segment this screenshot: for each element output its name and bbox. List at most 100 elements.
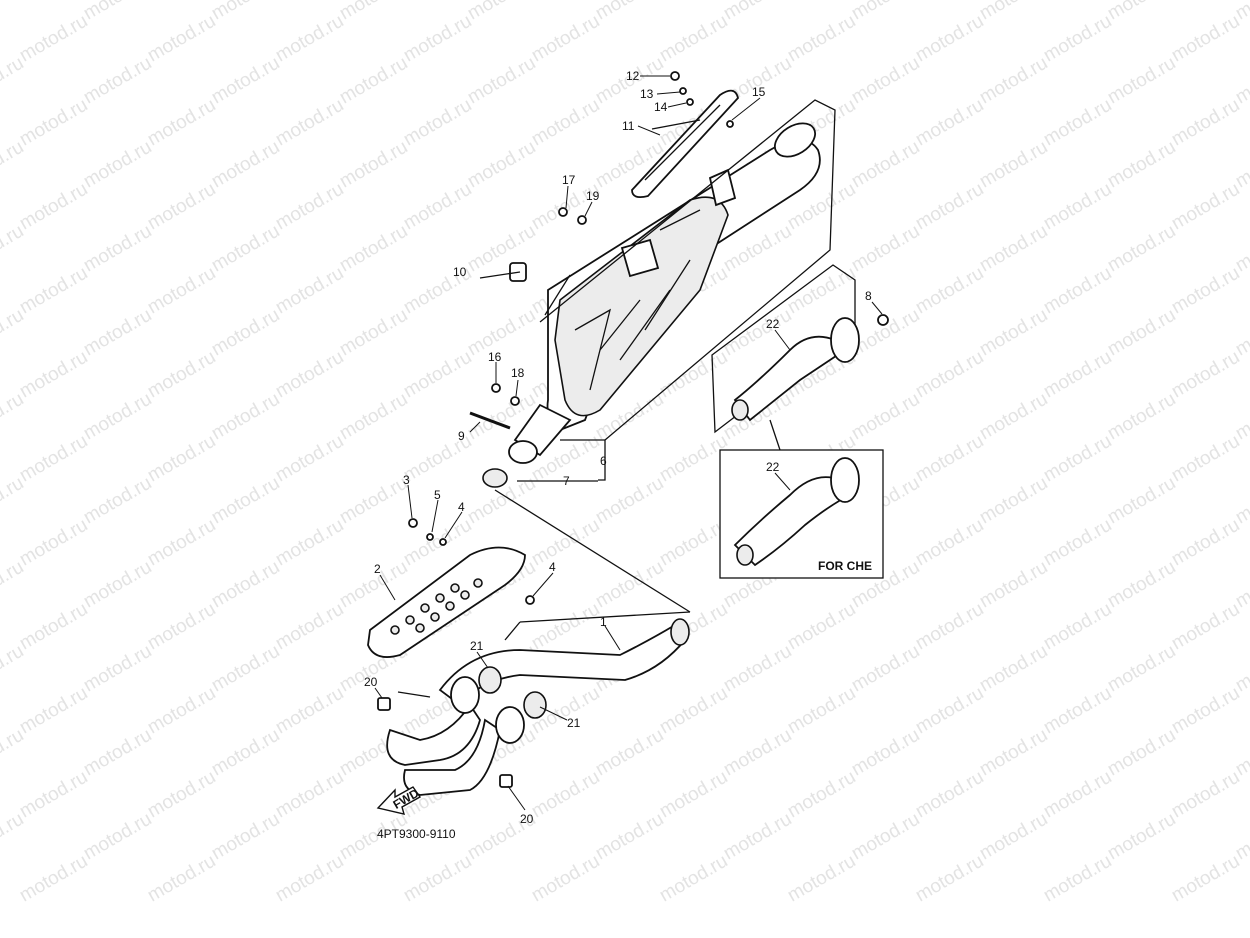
watermark-text: motod.ru — [1104, 0, 1179, 24]
watermark-text: motod.ru — [208, 221, 283, 277]
watermark-text: motod.ru — [208, 305, 283, 361]
watermark-text: motod.ru — [592, 725, 667, 781]
watermark-text: motod.ru — [1040, 347, 1115, 403]
watermark-text: motod.ru — [336, 389, 411, 445]
watermark-text: motod.ru — [848, 641, 923, 697]
inset-label: FOR CHE — [818, 559, 872, 573]
watermark-text: motod.ru — [80, 809, 155, 865]
watermark-text: motod.ru — [1168, 851, 1243, 907]
watermark-text: motod.ru — [976, 0, 1051, 24]
watermark-text: motod.ru — [16, 263, 91, 319]
watermark-text: motod.ru — [1104, 221, 1179, 277]
watermark-text: motod.ru — [592, 557, 667, 613]
callouts: 12 13 14 15 11 17 19 10 16 18 9 6 7 3 5 … — [364, 69, 872, 826]
watermark-text: motod.ru — [16, 851, 91, 907]
watermark-text: motod.ru — [1168, 263, 1243, 319]
watermark-text: motod.ru — [1168, 347, 1243, 403]
watermark-text: motod.ru — [464, 221, 539, 277]
watermark-text: motod.ru — [1104, 389, 1179, 445]
watermark-text: motod.ru — [1168, 683, 1243, 739]
watermark-text: motod.ru — [400, 179, 475, 235]
callout-22b: 22 — [766, 460, 780, 474]
watermark-text: motod.ru — [848, 0, 923, 24]
watermark-text: motod.ru — [208, 389, 283, 445]
watermark-text: motod.ru — [1168, 11, 1243, 67]
watermark-text: motod.ru — [144, 11, 219, 67]
watermark-text: motod.ru — [1168, 431, 1243, 487]
muffler-assembly — [469, 71, 821, 488]
watermark-text: motod.ru — [1168, 767, 1243, 823]
watermark-text: motod.ru — [1040, 179, 1115, 235]
watermark-text: motod.ru — [912, 263, 987, 319]
watermark-text: motod.ru — [80, 641, 155, 697]
clamp — [508, 440, 538, 464]
watermark-text: motod.ru — [976, 809, 1051, 865]
watermark-text: motod.ru — [80, 305, 155, 361]
watermark-text: motod.ru — [656, 347, 731, 403]
watermark-text: motod.ru — [848, 137, 923, 193]
watermark-text: motod.ru — [144, 515, 219, 571]
watermark-text: motod.ru — [912, 683, 987, 739]
watermark-text: motod.ru — [272, 11, 347, 67]
watermark-text: motod.ru — [912, 11, 987, 67]
watermark-text: motod.ru — [16, 515, 91, 571]
watermark-text: motod.ru — [144, 851, 219, 907]
watermark-text: motod.ru — [528, 767, 603, 823]
watermark-text: motod.ru — [784, 683, 859, 739]
watermark-text: motod.ru — [208, 53, 283, 109]
watermark-text: motod.ru — [208, 0, 283, 24]
muffler-heat-shield — [554, 196, 729, 417]
watermark-text: motod.ru — [656, 767, 731, 823]
callout-16: 16 — [488, 350, 502, 364]
diagram-code: 4PT9300-9110 — [377, 827, 456, 841]
watermark-text: motod.ru — [1104, 305, 1179, 361]
watermark-text: motod.ru — [528, 11, 603, 67]
watermark-text: motod.ru — [16, 431, 91, 487]
callout-4b: 4 — [549, 560, 556, 574]
watermark-text: motod.ru — [1104, 725, 1179, 781]
watermark-text: motod.ru — [144, 179, 219, 235]
callout-10: 10 — [453, 265, 467, 279]
watermark-text: motod.ru — [400, 11, 475, 67]
watermark-text: motod.ru — [720, 809, 795, 865]
watermark-text: motod.ru — [1040, 683, 1115, 739]
watermark-text: motod.ru — [400, 347, 475, 403]
inset-for-che: FOR CHE — [719, 419, 884, 579]
watermark-text: motod.ru — [464, 137, 539, 193]
watermark-text: motod.ru — [16, 347, 91, 403]
callout-5: 5 — [434, 488, 441, 502]
watermark-text: motod.ru — [1104, 53, 1179, 109]
watermark-text: motod.ru — [144, 683, 219, 739]
callout-8: 8 — [865, 289, 872, 303]
watermark-text: motod.ru — [400, 851, 475, 907]
watermark-text: motod.ru — [272, 431, 347, 487]
callout-20a: 20 — [364, 675, 378, 689]
watermark-text: motod.ru — [912, 851, 987, 907]
watermark-text: motod.ru — [656, 683, 731, 739]
watermark-text: motod.ru — [1104, 641, 1179, 697]
watermark-text: motod.ru — [80, 725, 155, 781]
watermark-text: motod.ru — [80, 0, 155, 24]
watermark-text: motod.ru — [0, 0, 27, 24]
watermark-text: motod.ru — [400, 95, 475, 151]
callout-19: 19 — [586, 189, 600, 203]
watermark-text: motod.ru — [976, 725, 1051, 781]
watermark-text: motod.ru — [784, 11, 859, 67]
watermark-text: motod.ru — [464, 53, 539, 109]
watermark-text: motod.ru — [656, 851, 731, 907]
watermark-text: motod.ru — [272, 851, 347, 907]
watermark-text: motod.ru — [208, 809, 283, 865]
watermark-text: motod.ru — [336, 53, 411, 109]
watermark-text: motod.ru — [336, 137, 411, 193]
watermark-text: motod.ru — [272, 515, 347, 571]
watermark-text: motod.ru — [656, 11, 731, 67]
watermark-text: motod.ru — [1040, 767, 1115, 823]
watermark-text: motod.ru — [208, 137, 283, 193]
assembly-outline — [539, 99, 836, 441]
watermark-text: motod.ru — [16, 767, 91, 823]
watermark-text: motod.ru — [592, 0, 667, 24]
watermark-text: motod.ru — [80, 389, 155, 445]
watermark-text: motod.ru — [16, 683, 91, 739]
